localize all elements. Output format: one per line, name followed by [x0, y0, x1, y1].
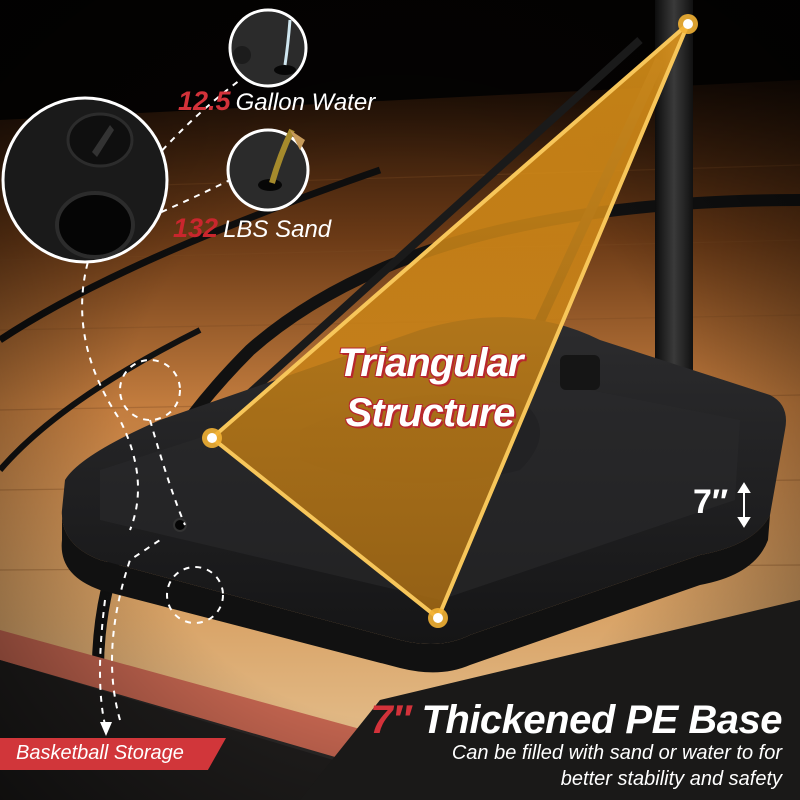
title-line-2: Structure — [345, 391, 516, 435]
cap-detail-circle — [1, 96, 169, 264]
footer-headline: 7″ Thickened PE Base — [370, 698, 782, 743]
vertical-double-arrow-icon — [737, 482, 751, 528]
headline-text: Thickened PE Base — [421, 698, 782, 742]
basketball-storage-banner: Basketball Storage — [0, 738, 226, 770]
sand-capacity-label: LBS Sand — [223, 216, 332, 243]
basketball-storage-label: Basketball Storage — [16, 742, 184, 764]
triangle-vertex-dots — [202, 14, 698, 628]
title-line-1: Triangular — [337, 341, 524, 385]
sand-capacity-number: 132 — [173, 213, 219, 243]
base-height-label: 7″ — [693, 483, 729, 521]
water-capacity-number: 12.5 — [178, 86, 231, 116]
sand-pour-circle — [226, 128, 310, 212]
headline-number: 7″ — [370, 698, 411, 742]
subtext-line-1: Can be filled with sand or water to for — [451, 742, 782, 764]
water-capacity-label: Gallon Water — [235, 89, 376, 116]
footer-subtext: Can be filled with sand or water to for … — [452, 740, 782, 792]
triangular-structure-title: Triangular Structure — [320, 338, 540, 438]
subtext-line-2: better stability and safety — [560, 768, 782, 790]
water-pour-circle — [228, 8, 308, 88]
